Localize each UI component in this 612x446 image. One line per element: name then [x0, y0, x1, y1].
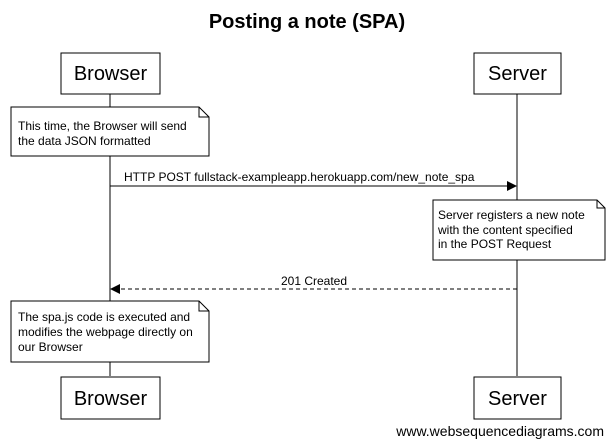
note-text-line: Server registers a new note	[438, 208, 585, 222]
note-text-line: in the POST Request	[438, 237, 552, 251]
participant-server-top: Server	[473, 52, 562, 95]
note-browser-spa: The spa.js code is executed and modifies…	[10, 300, 210, 363]
participant-label: Browser	[74, 388, 148, 410]
note-browser-json: This time, the Browser will send the dat…	[10, 106, 210, 157]
note-text-line: the data JSON formatted	[18, 134, 151, 148]
participant-server-bottom: Server	[473, 376, 562, 420]
message-label: HTTP POST fullstack-exampleapp.herokuapp…	[124, 170, 475, 184]
watermark-text: www.websequencediagrams.com	[395, 423, 604, 439]
note-text-line: with the content specified	[437, 223, 573, 237]
message-201-created: 201 Created	[110, 274, 517, 294]
participant-label: Browser	[74, 63, 148, 85]
message-http-post: HTTP POST fullstack-exampleapp.herokuapp…	[110, 170, 517, 191]
participant-browser-top: Browser	[60, 52, 161, 95]
message-label: 201 Created	[281, 274, 347, 288]
note-text-line: This time, the Browser will send	[18, 119, 187, 133]
diagram-title: Posting a note (SPA)	[209, 11, 405, 33]
note-text-line: modifies the webpage directly on	[18, 325, 193, 339]
note-server-registers: Server registers a new note with the con…	[432, 199, 606, 261]
participant-browser-bottom: Browser	[60, 376, 161, 420]
note-text-line: our Browser	[18, 340, 83, 354]
note-text-line: The spa.js code is executed and	[18, 310, 190, 324]
participant-label: Server	[488, 388, 547, 410]
participant-label: Server	[488, 63, 547, 85]
